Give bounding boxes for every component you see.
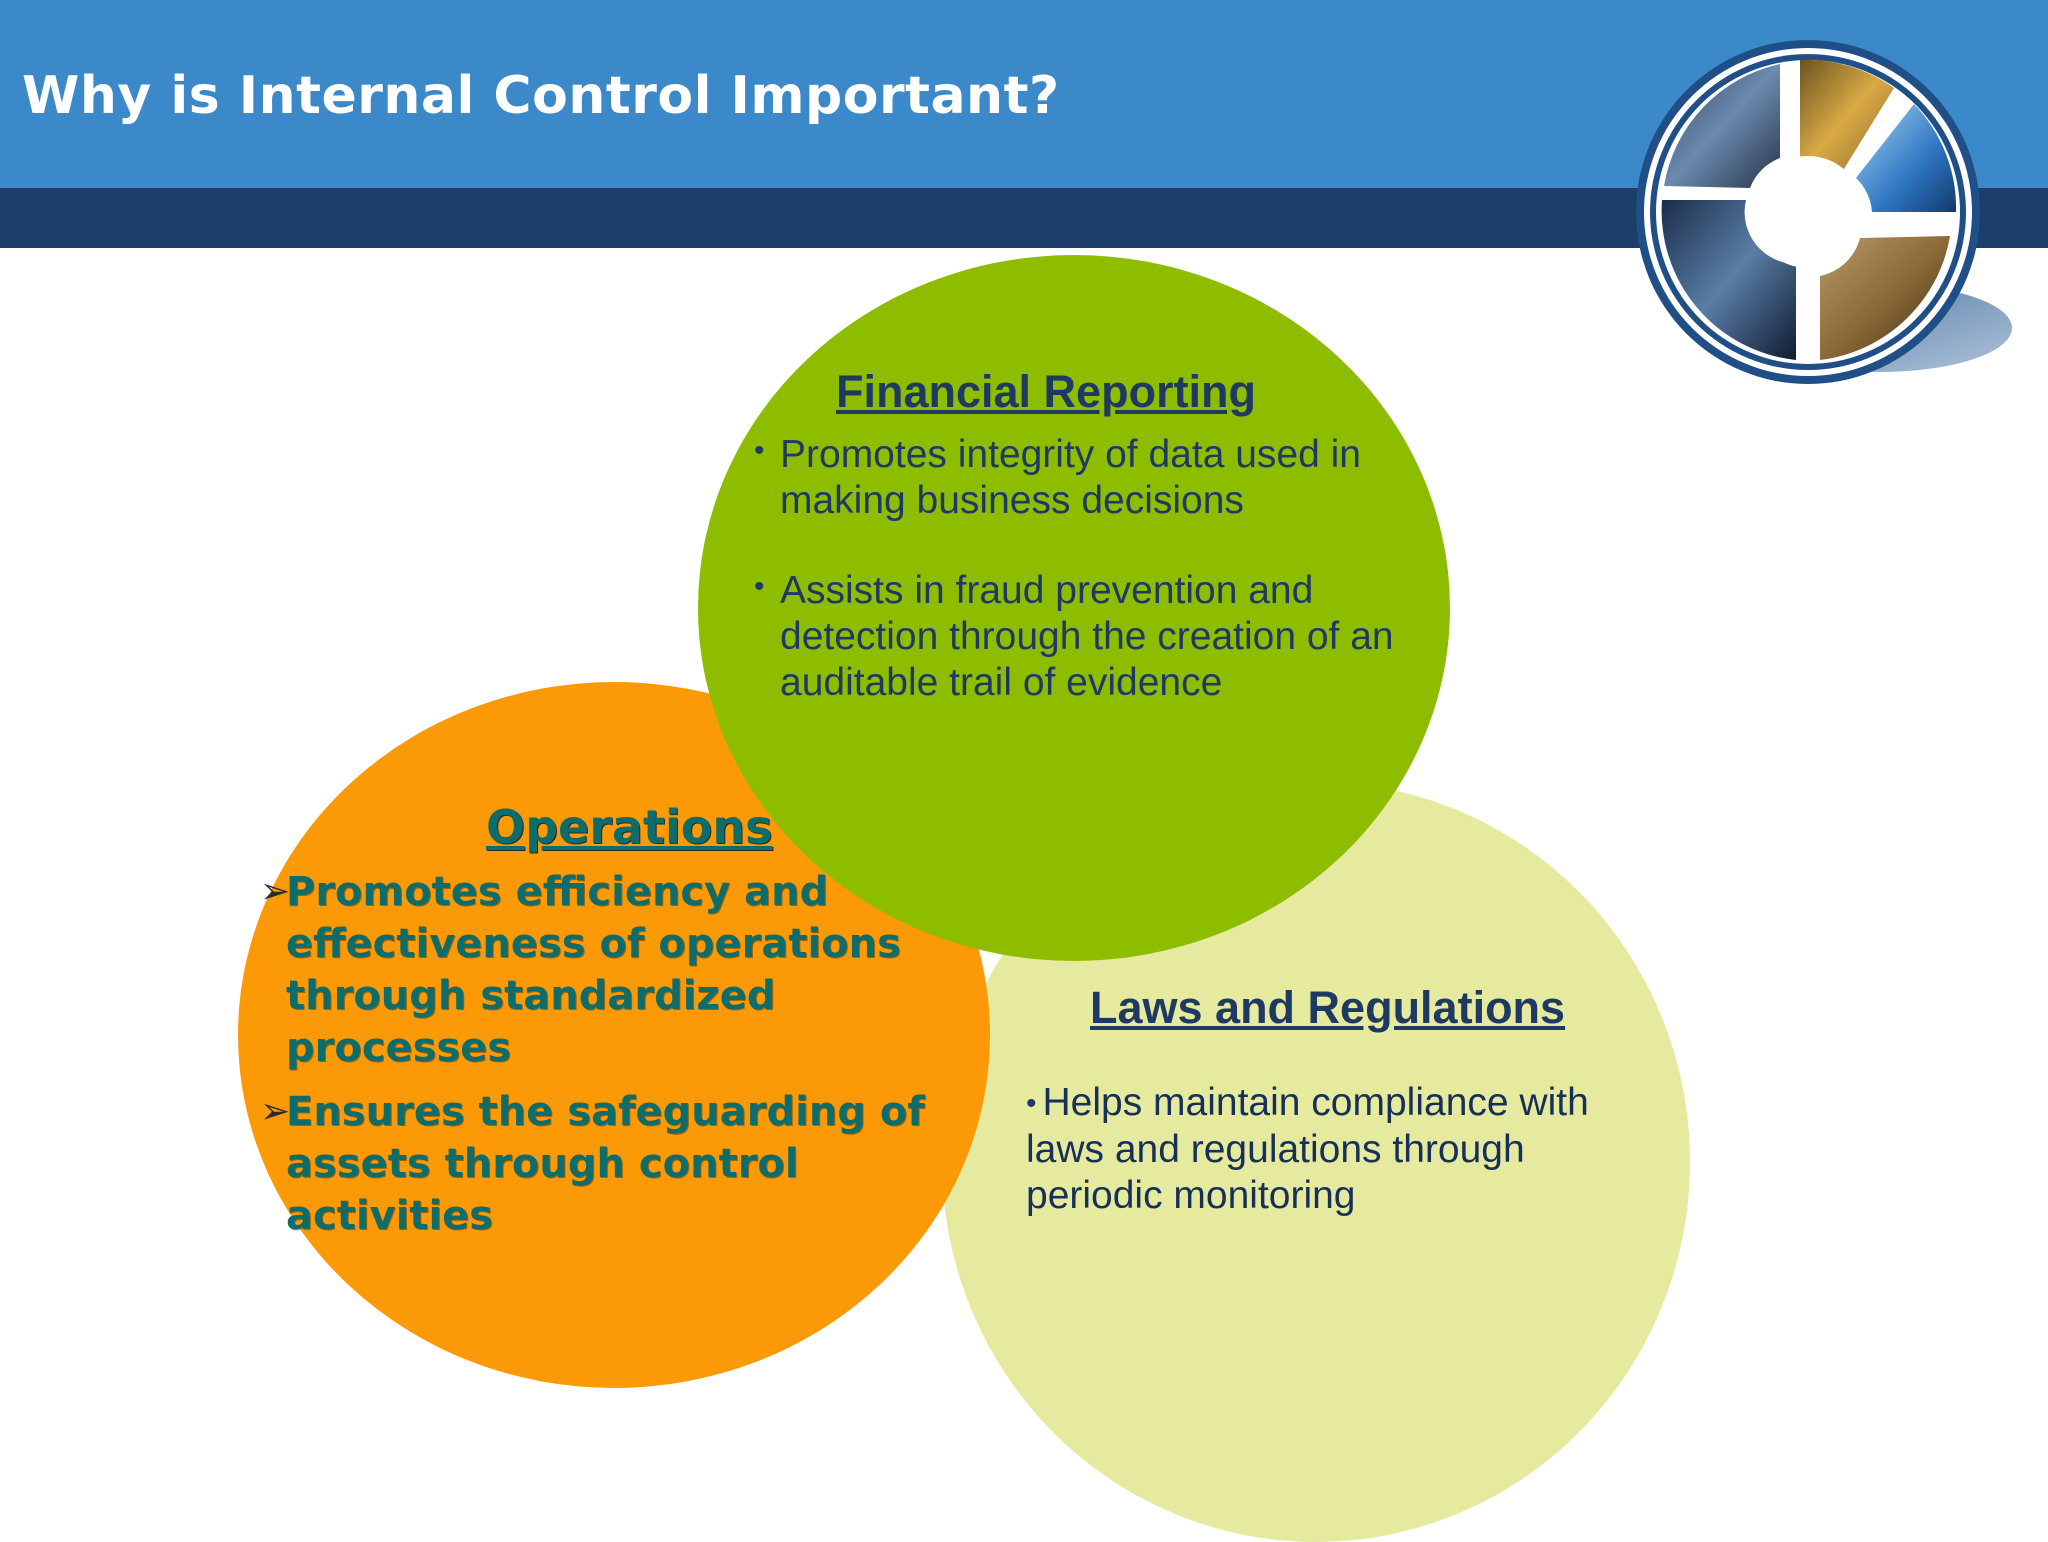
list-item: ➢Promotes efficiency and effectiveness o… — [260, 866, 982, 1074]
financial-reporting-list: •Promotes integrity of data used in maki… — [754, 432, 1394, 750]
photo-collage-logo-icon — [1636, 40, 2012, 384]
bullet-icon: • — [1026, 1087, 1037, 1120]
operations-heading: Operations — [486, 800, 773, 854]
bullet-icon: • — [754, 570, 765, 603]
financial-reporting-circle — [698, 255, 1450, 961]
arrow-bullet-icon: ➢ — [260, 871, 291, 912]
list-item: ➢Ensures the safeguarding of assets thro… — [260, 1086, 982, 1242]
laws-and-regulations-list: •Helps maintain compliance with laws and… — [1026, 1080, 1666, 1219]
list-item: •Promotes integrity of data used in maki… — [754, 432, 1394, 524]
list-item: •Assists in fraud prevention and detecti… — [754, 568, 1394, 706]
operations-list: ➢Promotes efficiency and effectiveness o… — [260, 866, 982, 1254]
list-item: •Helps maintain compliance with laws and… — [1026, 1081, 1589, 1217]
laws-and-regulations-heading: Laws and Regulations — [1090, 982, 1566, 1033]
financial-reporting-heading: Financial Reporting — [836, 366, 1257, 417]
slide-title: Why is Internal Control Important? — [22, 66, 1060, 126]
bullet-icon: • — [754, 434, 765, 467]
arrow-bullet-icon: ➢ — [260, 1091, 291, 1132]
